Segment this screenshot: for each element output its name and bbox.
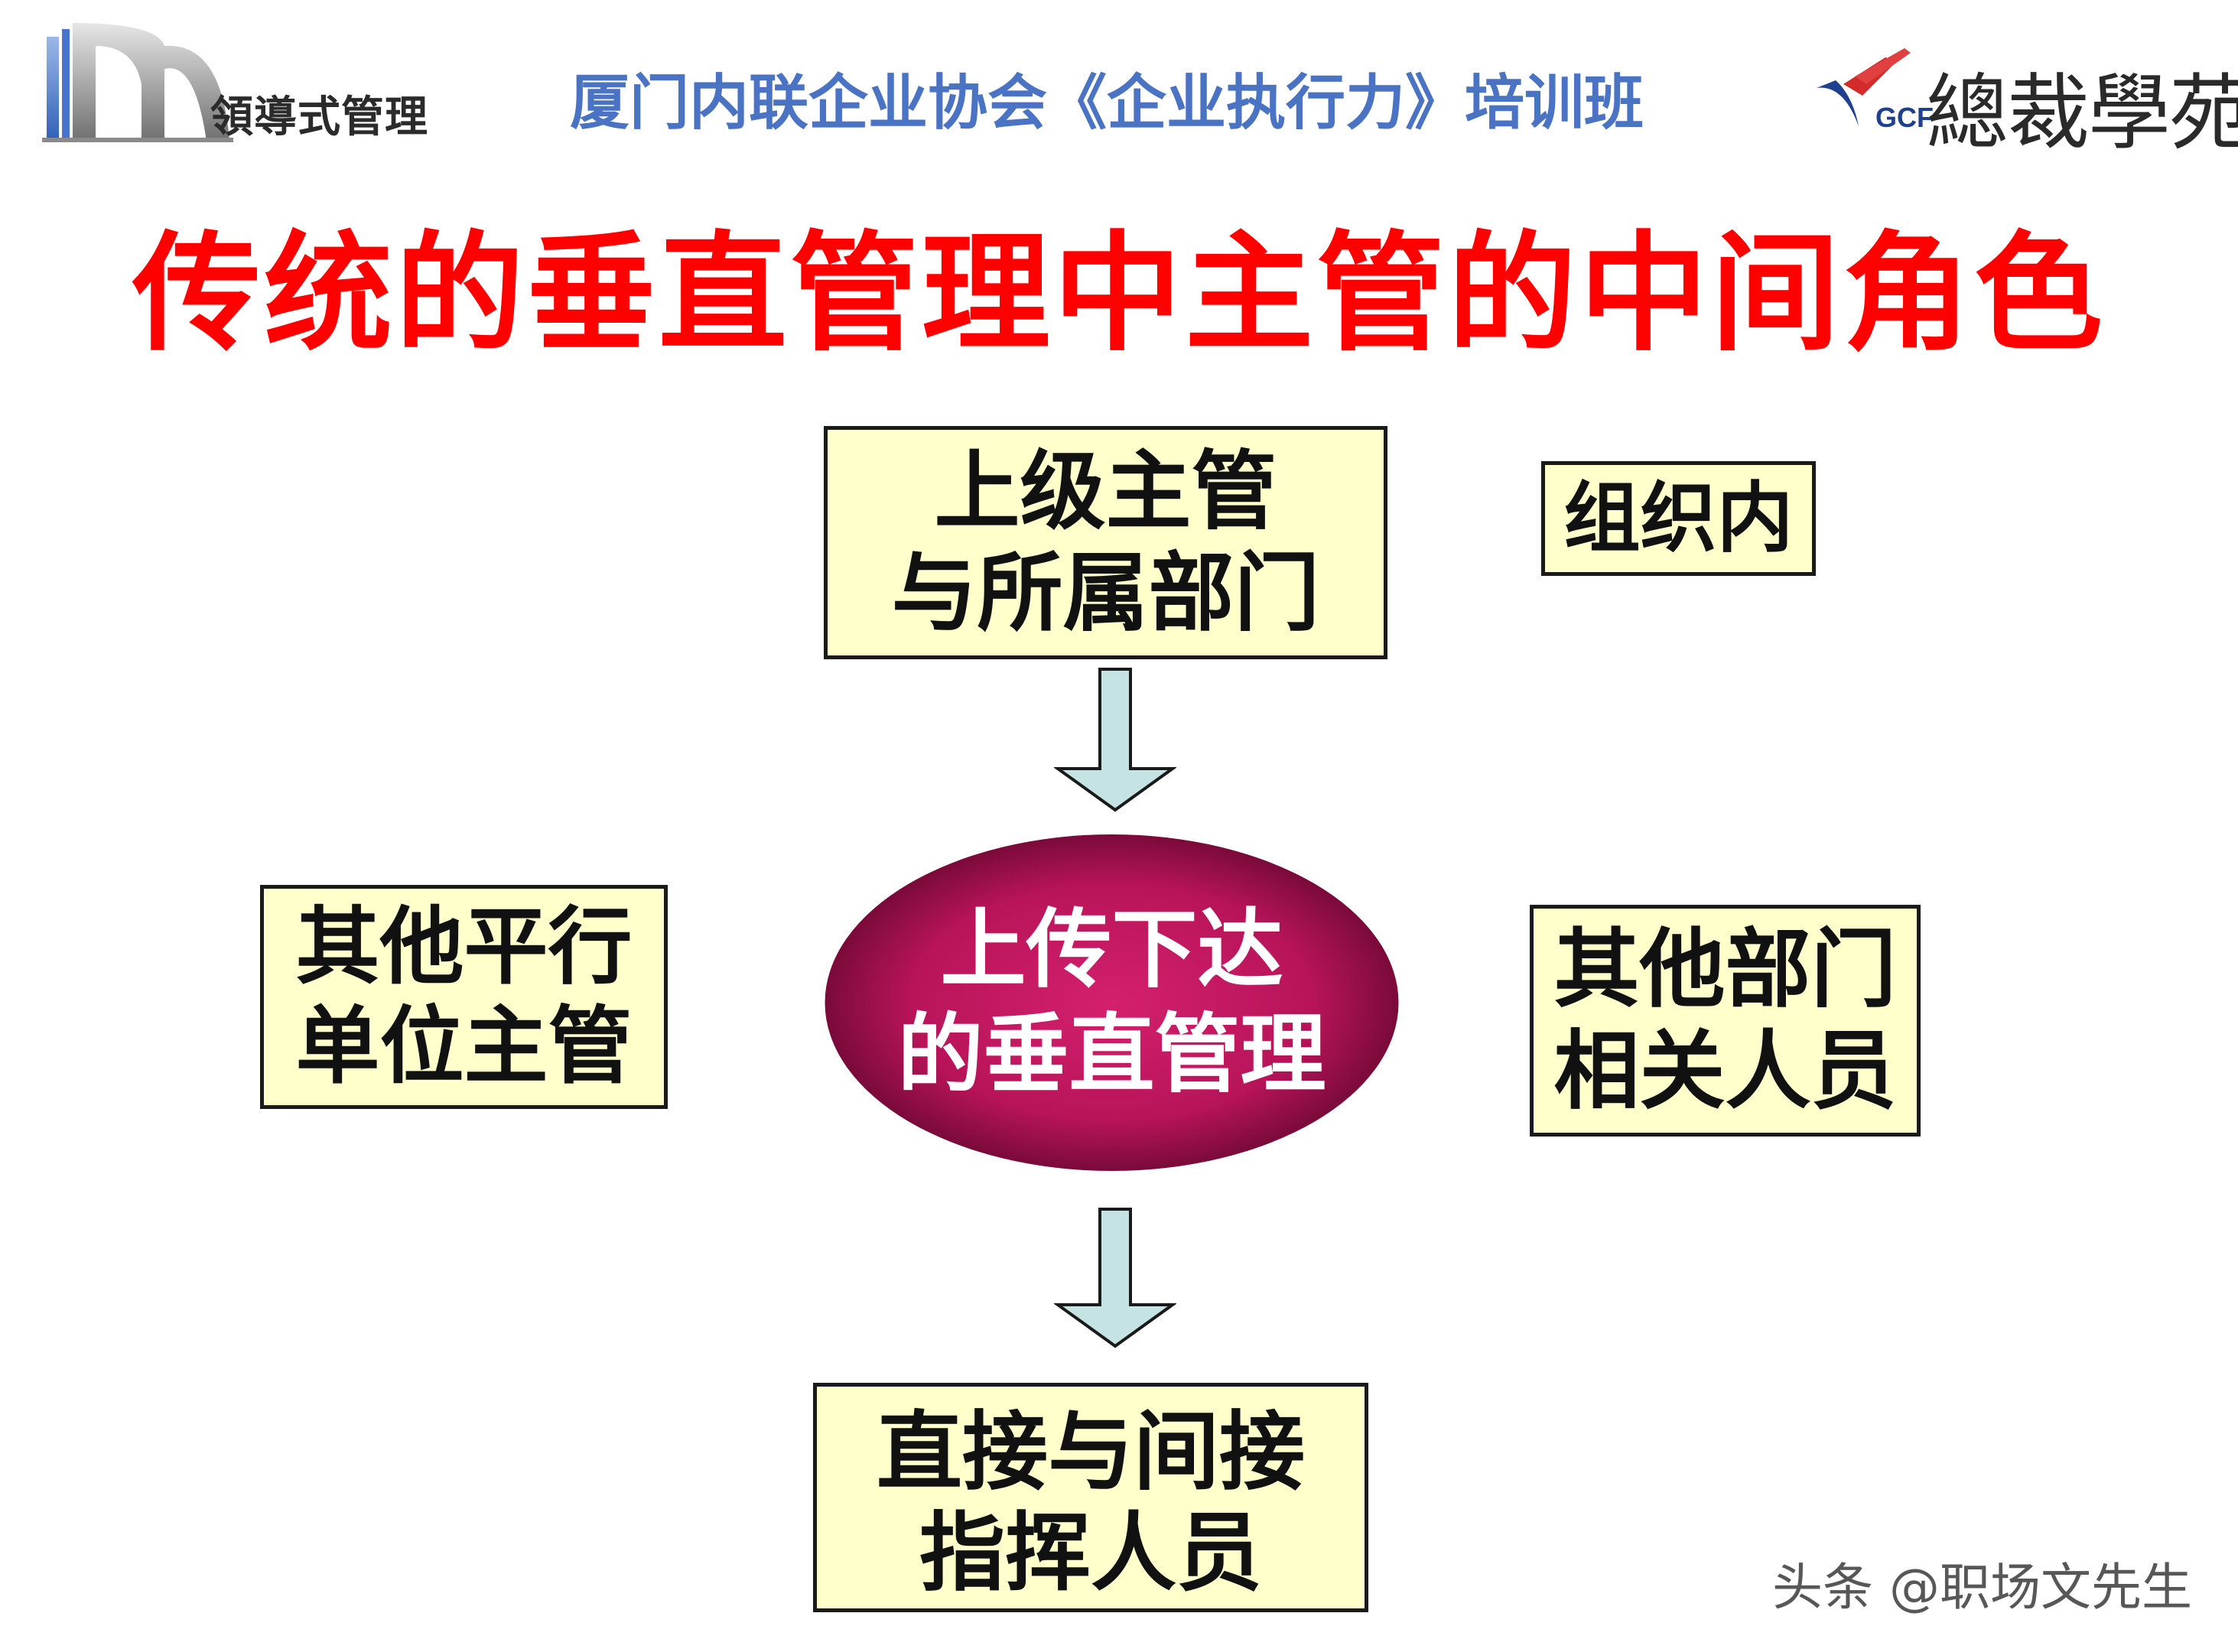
center-line1: 上传下达: [940, 900, 1283, 1000]
header-title: 厦门内联企业协会《企业执行力》培训班: [570, 69, 1644, 138]
superior-line2: 与所属部门: [891, 543, 1320, 643]
other-dept-line1: 其他部门: [1553, 920, 1897, 1020]
other-departments-box: 其他部门 相关人员: [1530, 905, 1921, 1137]
down-arrow-icon: [1054, 1208, 1176, 1348]
superior-line1: 上级主管: [934, 442, 1277, 542]
peer-line2: 单位主管: [295, 997, 633, 1095]
center-line2: 的垂直管理: [897, 1005, 1326, 1104]
gcf-swoosh-icon: [1817, 48, 1911, 126]
gcf-text: GCF: [1875, 102, 1934, 133]
logo-right-text: 總裁學苑: [1926, 66, 2238, 161]
subordinates-box: 直接与间接 指挥人员: [813, 1383, 1368, 1612]
org-label: 组织内: [1563, 473, 1794, 563]
subordinate-line1: 直接与间接: [877, 1403, 1305, 1502]
center-label: 上传下达 的垂直管理: [822, 832, 1401, 1173]
peer-line1: 其他平行: [295, 897, 633, 996]
logo-left-text: 領導式管理: [210, 93, 428, 142]
main-title: 传统的垂直管理中主管的中间角色: [132, 219, 2106, 369]
watermark: 头条 @职场文先生: [1772, 1558, 2192, 1617]
subordinate-line2: 指挥人员: [919, 1504, 1262, 1604]
building-logo-icon: [42, 23, 233, 142]
leadership-management-logo: 領導式管理: [42, 15, 455, 149]
other-dept-line2: 相关人员: [1553, 1021, 1897, 1121]
ceo-academy-logo: GCF 總裁學苑: [1813, 42, 2238, 161]
down-arrow-icon: [1054, 668, 1176, 812]
org-label-box: 组织内: [1541, 461, 1816, 576]
center-ellipse: [825, 834, 1399, 1171]
superior-box: 上级主管 与所属部门: [824, 426, 1387, 659]
peer-supervisors-box: 其他平行 单位主管: [260, 885, 668, 1109]
